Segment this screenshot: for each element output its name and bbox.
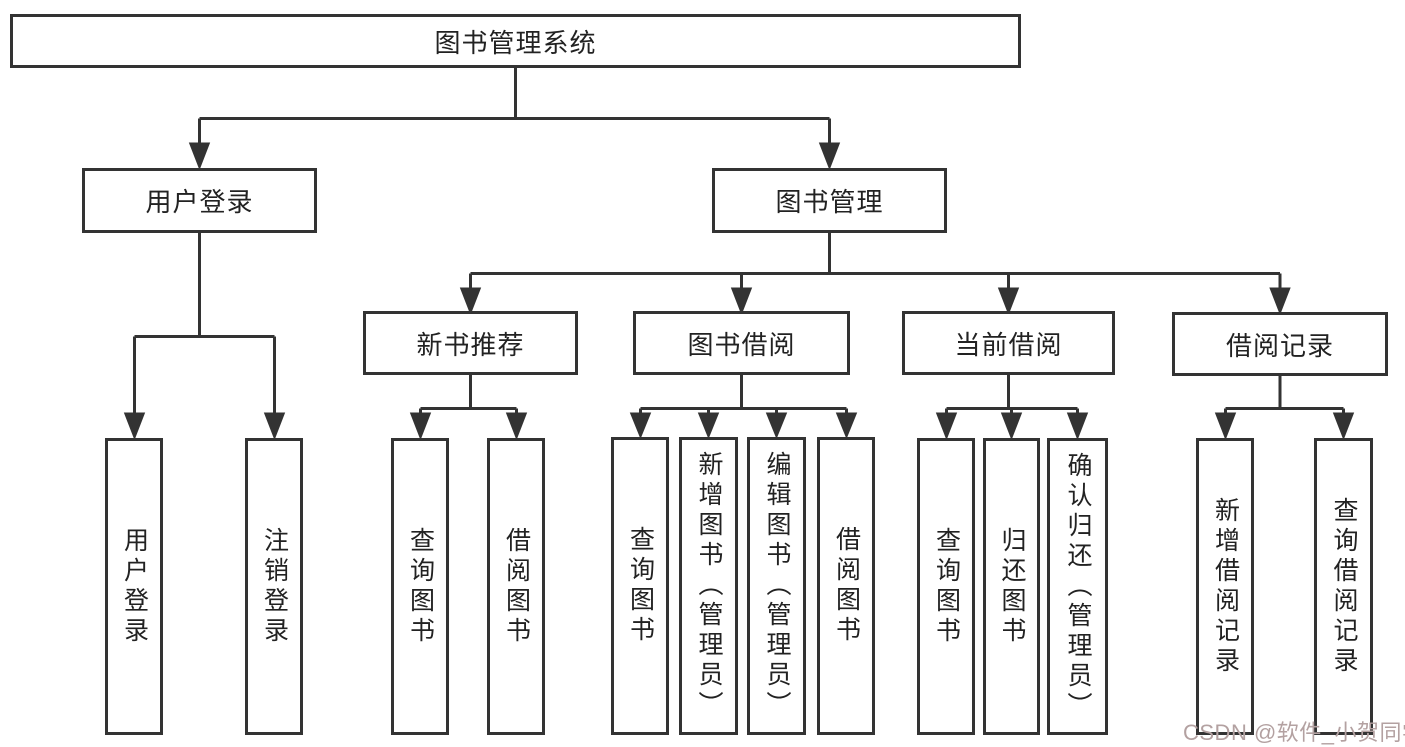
node-user-login: 用户登录 bbox=[82, 168, 317, 233]
leaf-query-books-2: 查询图书 bbox=[611, 437, 669, 735]
arrowhead-down-icon bbox=[459, 287, 482, 316]
leaf-query-books-1: 查询图书 bbox=[391, 438, 449, 735]
connector-line bbox=[133, 231, 276, 420]
arrowhead-down-icon bbox=[997, 287, 1020, 316]
arrowhead-down-icon bbox=[629, 412, 652, 439]
arrowhead-down-icon bbox=[1000, 412, 1023, 441]
leaf-query-books-3: 查询图书 bbox=[917, 438, 975, 735]
connector-book-management-children bbox=[459, 231, 1291, 316]
arrowhead-down-icon bbox=[818, 142, 841, 171]
connector-line bbox=[639, 373, 848, 420]
leaf-query-borrow-record: 查询借阅记录 bbox=[1314, 438, 1373, 735]
leaf-add-borrow-record: 新增借阅记录 bbox=[1196, 438, 1254, 735]
arrowhead-down-icon bbox=[1066, 412, 1089, 441]
leaf-confirm-return-admin: 确认归还（管理员） bbox=[1047, 438, 1108, 735]
arrowhead-down-icon bbox=[409, 412, 432, 441]
arrowhead-down-icon bbox=[730, 287, 753, 316]
connector-current-borrow-children bbox=[935, 375, 1089, 441]
arrowhead-down-icon bbox=[505, 412, 528, 441]
arrowhead-down-icon bbox=[697, 412, 720, 439]
connector-line bbox=[198, 66, 831, 150]
connector-line bbox=[419, 373, 518, 420]
leaf-user-login: 用户登录 bbox=[105, 438, 163, 735]
connector-book-borrow-children bbox=[629, 373, 858, 439]
leaf-logout: 注销登录 bbox=[245, 438, 303, 735]
connector-new-book-recommend-children bbox=[409, 373, 528, 441]
node-borrow-records: 借阅记录 bbox=[1172, 312, 1388, 376]
connector-line bbox=[1224, 374, 1345, 420]
watermark: CSDN @软件_小贺同学 bbox=[1183, 720, 1405, 745]
arrowhead-down-icon bbox=[935, 412, 958, 441]
node-current-borrow: 当前借阅 bbox=[902, 311, 1115, 375]
leaf-borrow-books-1: 借阅图书 bbox=[487, 438, 545, 735]
node-book-management: 图书管理 bbox=[712, 168, 947, 233]
connector-user-login-children bbox=[123, 231, 286, 441]
node-root: 图书管理系统 bbox=[10, 14, 1021, 68]
arrowhead-down-icon bbox=[1269, 287, 1291, 316]
arrowhead-down-icon bbox=[123, 412, 146, 441]
leaf-return-books: 归还图书 bbox=[983, 438, 1040, 735]
leaf-edit-books-admin: 编辑图书（管理员） bbox=[747, 437, 806, 735]
connector-borrow-records-children bbox=[1214, 374, 1355, 441]
arrowhead-down-icon bbox=[188, 142, 211, 171]
arrowhead-down-icon bbox=[1332, 412, 1355, 441]
connector-line bbox=[469, 231, 1282, 295]
node-new-book-recommend: 新书推荐 bbox=[363, 311, 578, 375]
node-book-borrow: 图书借阅 bbox=[633, 311, 850, 375]
arrowhead-down-icon bbox=[263, 412, 286, 441]
leaf-add-books-admin: 新增图书（管理员） bbox=[679, 437, 738, 735]
leaf-borrow-books-2: 借阅图书 bbox=[817, 437, 875, 735]
arrowhead-down-icon bbox=[765, 412, 788, 439]
arrowhead-down-icon bbox=[1214, 412, 1237, 441]
connector-root-to-level2 bbox=[188, 66, 841, 171]
arrowhead-down-icon bbox=[835, 412, 858, 439]
